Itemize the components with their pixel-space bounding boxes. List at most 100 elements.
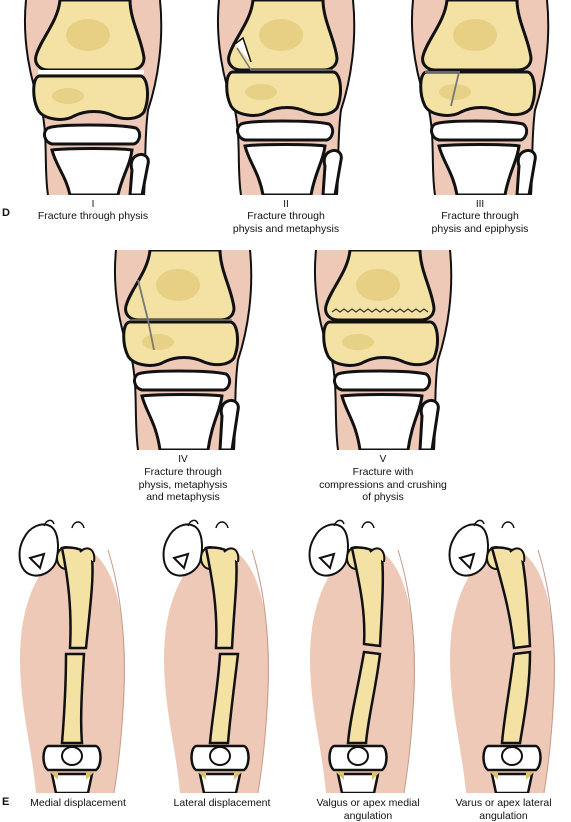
knee-shading xyxy=(50,772,94,780)
leg-skin-edge xyxy=(107,549,125,794)
knee-numeral-1: I xyxy=(91,199,95,210)
patella xyxy=(501,746,523,766)
femur-lower-fragment xyxy=(208,652,240,745)
pelvis-hooks xyxy=(187,519,229,529)
femur-epiphysis xyxy=(419,70,536,117)
knee-panel-2 xyxy=(211,0,361,195)
tibial-epiphysis xyxy=(43,123,142,146)
greater-trochanter xyxy=(223,547,240,563)
epiphysis-shading xyxy=(245,84,277,100)
obturator-foramen xyxy=(172,552,190,570)
section-e-label: E xyxy=(2,796,10,808)
knee-shading xyxy=(490,772,534,780)
knee-diagram-type-1 xyxy=(23,0,163,195)
patella xyxy=(61,746,83,766)
obturator-foramen xyxy=(318,552,336,570)
leg-skin xyxy=(164,547,270,793)
femur-shading xyxy=(66,19,110,51)
femur-epiphysis xyxy=(32,74,149,121)
leg-caption-2: Lateral displacement xyxy=(173,797,271,809)
femur-medial-displacement-icon xyxy=(18,519,126,795)
knee-caption-5: Fracture with compressions and crushing … xyxy=(319,466,447,503)
femur-lower-fragment xyxy=(500,650,532,745)
femur-lateral-displacement-icon xyxy=(162,519,270,795)
fibula xyxy=(218,398,240,450)
tibia-shaft xyxy=(437,143,521,195)
leg-caption-4: Varus or apex lateral angulation xyxy=(455,797,552,822)
femur-valgus-angulation-icon xyxy=(308,519,416,795)
pelvis xyxy=(162,523,203,577)
femur-lower-fragment xyxy=(346,650,382,745)
fibula xyxy=(321,148,343,195)
knee-numeral-3: III xyxy=(475,199,485,210)
femur-shading xyxy=(453,19,497,51)
tibial-epiphysis xyxy=(236,119,335,142)
knee-diagram-type-4 xyxy=(113,250,253,450)
knee-caption-1: Fracture through physis xyxy=(37,210,149,222)
pelvis xyxy=(308,523,349,577)
femur-lower-fragment xyxy=(60,652,86,745)
leg-panel-3 xyxy=(304,518,434,798)
knee-panel-3 xyxy=(405,0,555,195)
leg-skin-edge xyxy=(537,549,555,794)
fracture-line xyxy=(236,47,333,71)
knee-numeral-4: IV xyxy=(178,454,188,465)
knee-panel-5 xyxy=(308,250,458,450)
fracture-line xyxy=(425,71,461,107)
knee-numeral-2: II xyxy=(283,199,289,210)
femur-epiphysis xyxy=(122,320,239,367)
epiphysis-shading xyxy=(342,334,374,350)
epiphysis-shading xyxy=(52,88,84,104)
leg-panel-2 xyxy=(158,518,288,798)
knee-panel-4 xyxy=(108,250,258,450)
knee-diagram-type-3 xyxy=(410,0,550,195)
knee-caption-3: Fracture through physis and epiphysis xyxy=(431,210,529,235)
leg-skin-edge xyxy=(397,549,415,794)
tibial-epiphysis xyxy=(430,119,529,142)
knee-shading xyxy=(198,772,242,780)
obturator-foramen xyxy=(28,552,46,570)
leg-caption-3: Valgus or apex medial angulation xyxy=(316,797,420,822)
fibula xyxy=(128,152,150,195)
femur-varus-angulation-icon xyxy=(448,519,556,795)
tibia-shaft xyxy=(243,143,327,195)
patella xyxy=(209,746,231,766)
knee-panel-1 xyxy=(18,0,168,195)
pelvis xyxy=(18,523,59,577)
knee-diagram-type-5 xyxy=(313,250,453,450)
tibia-shaft xyxy=(340,393,424,450)
knee-shading xyxy=(336,772,380,780)
section-d-label: D xyxy=(2,207,10,219)
femur-shading xyxy=(259,19,303,51)
greater-trochanter xyxy=(79,547,96,563)
crush-line xyxy=(331,308,429,313)
fibula xyxy=(418,398,440,450)
tibia-shaft xyxy=(140,393,224,450)
epiphysis-shading xyxy=(142,334,174,350)
obturator-foramen xyxy=(458,552,476,570)
pelvis-hooks xyxy=(473,519,515,529)
greater-trochanter xyxy=(369,547,386,563)
pelvis xyxy=(448,523,489,577)
leg-skin-edge xyxy=(251,549,269,794)
patella xyxy=(347,746,369,766)
knee-caption-2: Fracture through physis and metaphysis xyxy=(232,210,340,235)
femur-epiphysis xyxy=(225,70,342,117)
pelvis-hooks xyxy=(333,519,375,529)
knee-caption-4: Fracture through physis, metaphysis and … xyxy=(138,466,228,503)
leg-caption-1: Medial displacement xyxy=(30,797,126,809)
pelvis-hooks xyxy=(43,519,85,529)
femur-shading xyxy=(156,269,200,301)
leg-panel-1 xyxy=(14,518,144,798)
greater-trochanter xyxy=(509,547,526,563)
tibia-shaft xyxy=(50,147,134,195)
knee-numeral-5: V xyxy=(379,454,387,465)
femur-shading xyxy=(356,269,400,301)
knee-diagram-type-2 xyxy=(216,0,356,195)
tibial-epiphysis xyxy=(133,369,232,392)
fracture-fragment xyxy=(234,36,252,63)
femur-epiphysis xyxy=(322,320,439,367)
leg-panel-4 xyxy=(444,518,571,798)
fibula xyxy=(515,148,537,195)
tibial-epiphysis xyxy=(333,369,432,392)
